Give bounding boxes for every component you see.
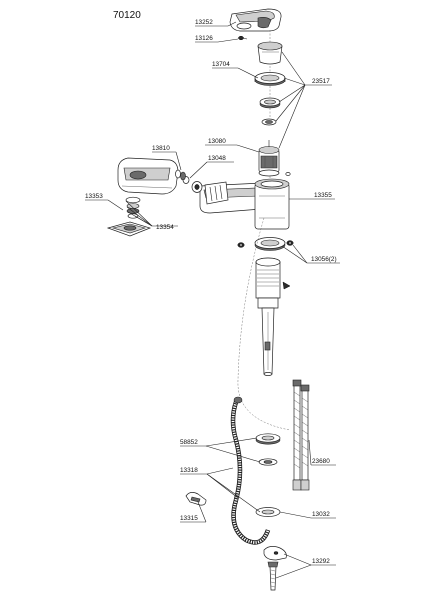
mounting-rod: [261, 307, 275, 376]
callout-leaders: [85, 21, 340, 579]
label-13080: 13080: [208, 138, 226, 145]
mounting-bracket: [263, 546, 287, 561]
cap-dome: [257, 41, 283, 65]
label-13048: 13048: [208, 155, 226, 162]
base-ring: [254, 237, 286, 251]
label-13354: 13354: [156, 224, 174, 231]
lever-handle: [229, 8, 282, 32]
hex-nut-right: [286, 240, 294, 246]
label-23517: 23517: [312, 78, 330, 85]
retaining-ring: [259, 97, 281, 109]
handle-screw: [238, 35, 248, 41]
model-number: 70120: [113, 10, 141, 21]
lower-ring-2: [258, 458, 278, 466]
mounting-arrow: [282, 281, 291, 290]
lower-ring-1: [255, 433, 281, 445]
spout-end-fitting: [204, 181, 229, 205]
label-13318: 13318: [180, 467, 198, 474]
spray-face-plate: [106, 221, 152, 237]
set-screw: [285, 172, 291, 176]
spray-head: [117, 157, 179, 195]
label-13810: 13810: [152, 145, 170, 152]
hose-weight: [255, 507, 281, 517]
mounting-bolt: [267, 561, 279, 591]
label-13056: 13056(2): [311, 256, 337, 263]
label-13252: 13252: [195, 19, 213, 26]
pullout-hose: [230, 396, 271, 545]
hex-nut-left: [237, 242, 245, 248]
label-13315: 13315: [180, 515, 198, 522]
supply-hoses: [292, 379, 310, 491]
bonnet-nut: [254, 72, 286, 86]
label-13353: 13353: [85, 193, 103, 200]
spray-nozzle-parts: [175, 169, 186, 181]
label-23680: 23680: [312, 458, 330, 465]
label-13126: 13126: [195, 35, 213, 42]
hose-clip: [185, 492, 207, 506]
cartridge-seat: [261, 118, 277, 126]
label-13292: 13292: [312, 558, 330, 565]
label-13355: 13355: [314, 192, 332, 199]
spout-nut: [191, 181, 203, 193]
label-13032: 13032: [312, 511, 330, 518]
mounting-shank: [255, 257, 281, 309]
label-13704: 13704: [212, 61, 230, 68]
label-58852: 58852: [180, 439, 198, 446]
cartridge: [258, 140, 280, 177]
